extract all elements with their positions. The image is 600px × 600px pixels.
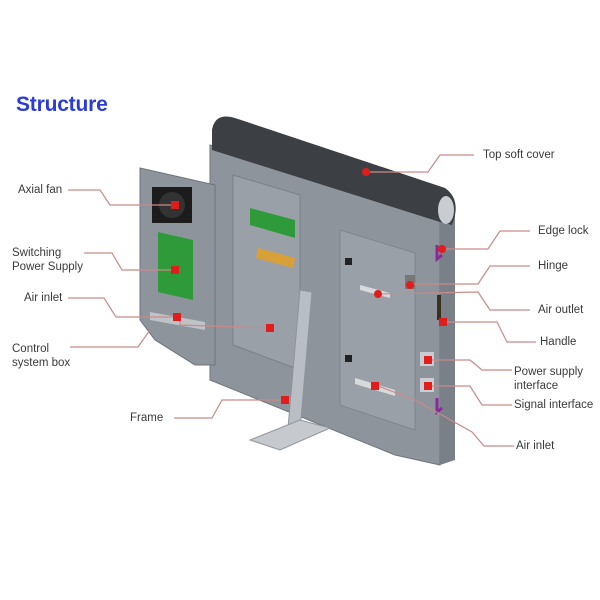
marker-edge-lock [438,245,446,253]
label-control-system-box-line2: system box [12,357,71,369]
label-signal-interface: Signal interface [514,399,594,411]
marker-hinge [406,281,414,289]
label-edge-lock: Edge lock [538,225,589,237]
control-card [250,208,295,238]
label-switching-power-supply-line1: Switching [12,247,62,259]
marker-power-supply-interface [424,356,432,364]
label-air-inlet-right: Air inlet [516,440,555,452]
markers [171,168,447,404]
label-air-outlet: Air outlet [538,304,584,316]
top-soft-cover [212,116,456,225]
marker-air-inlet-left [173,313,181,321]
label-switching-power-supply-line2: Power Supply [12,261,83,273]
label-top-soft-cover: Top soft cover [483,149,555,161]
marker-handle [439,318,447,326]
side-panel [440,210,455,465]
leader-lines [68,154,536,447]
diagram-title: Structure [16,93,108,116]
label-hinge: Hinge [538,260,569,272]
label-frame: Frame [130,412,164,424]
marker-axial-fan [171,201,179,209]
marker-top-soft-cover [362,168,370,176]
marker-signal-interface [424,382,432,390]
label-handle: Handle [540,336,577,348]
label-axial-fan: Axial fan [18,184,63,196]
label-power-supply-interface-line1: Power supply [514,366,584,378]
label-air-inlet-left: Air inlet [24,292,63,304]
label-power-supply-interface-line2: interface [514,380,559,392]
marker-frame [281,396,289,404]
marker-air-outlet [374,290,382,298]
marker-control-card [266,324,274,332]
marker-switching-power-supply [171,266,179,274]
label-control-system-box-line1: Control [12,343,50,355]
marker-air-inlet-right [371,382,379,390]
